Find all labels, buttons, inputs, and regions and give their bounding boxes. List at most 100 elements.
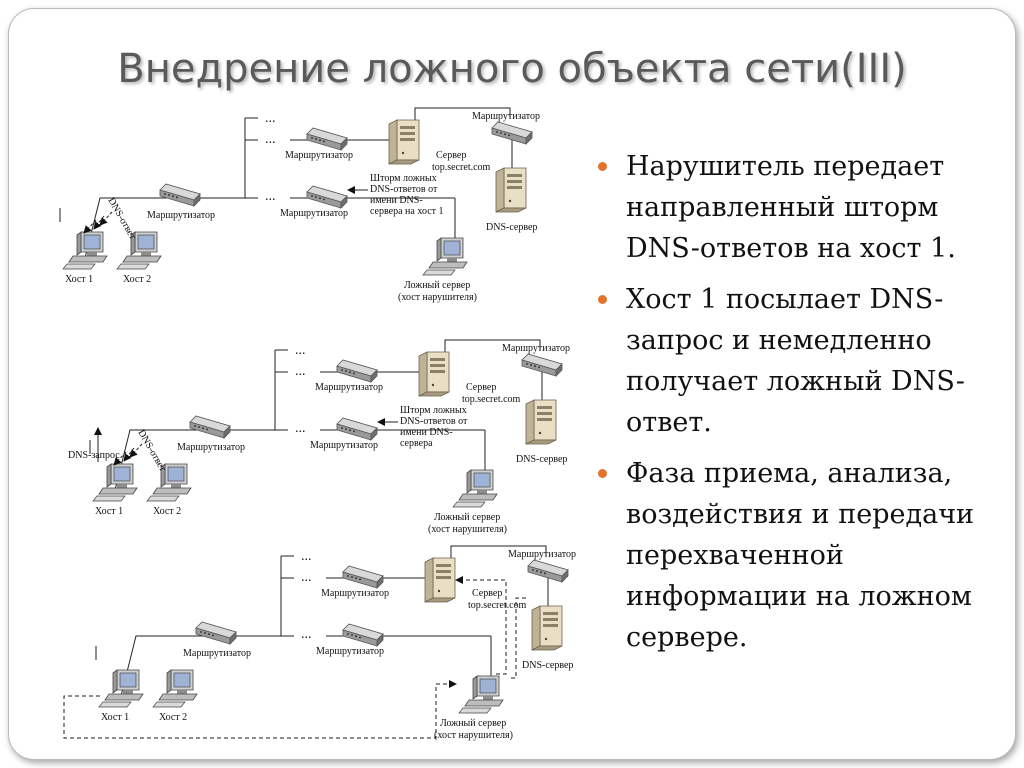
router-icon: [342, 623, 384, 647]
router-label: Маршрутизатор: [508, 549, 576, 560]
router-label: Маршрутизатор: [472, 111, 540, 122]
link-line: [455, 576, 507, 675]
link-line: [414, 107, 511, 122]
host-pc-icon: [98, 669, 144, 708]
router-label: Маршрутизатор: [177, 442, 245, 453]
server-label: top.secret.com: [468, 600, 527, 611]
router-icon: [195, 621, 237, 645]
link-line: [129, 443, 143, 458]
attacker-pc-icon: [458, 675, 504, 714]
ellipsis-label: ...: [295, 343, 306, 358]
fake-server-label: Ложный сервер: [434, 512, 500, 523]
server-label: Сервер: [466, 382, 496, 393]
bullet-dot-icon: [598, 295, 607, 304]
router-label: Маршрутизатор: [316, 646, 384, 657]
storm-label: DNS-ответов от: [370, 184, 438, 195]
ellipsis-label: ...: [265, 189, 276, 204]
storm-label: сервера: [400, 438, 433, 449]
host-label: Хост 2: [153, 506, 181, 517]
ellipsis-label: ...: [295, 364, 306, 379]
link-line: [123, 447, 135, 462]
server-label: top.secret.com: [432, 162, 491, 173]
dns-server-label: DNS-сервер: [522, 660, 573, 671]
router-icon: [342, 565, 384, 589]
dns-server-icon: [495, 167, 527, 213]
router-icon: [189, 415, 231, 439]
storm-label: имени DNS-: [400, 427, 453, 438]
router-label: Маршрутизатор: [285, 150, 353, 161]
router-label: Маршрутизатор: [280, 208, 348, 219]
link-line: [444, 339, 541, 354]
server-icon: [388, 119, 420, 165]
link-line: [511, 597, 528, 679]
link-line: [113, 451, 127, 466]
bullet-item: Хост 1 посылает DNS-запрос и немедленно …: [598, 279, 998, 443]
link-line: [63, 680, 457, 739]
network-diagram-1: .........МаршрутизаторМаршрутизаторМаршр…: [59, 107, 540, 303]
link-line: [99, 211, 113, 226]
bullet-text: Фаза приема, анализа, воздействия и пере…: [626, 458, 975, 653]
fake-server-label: (хост нарушителя): [434, 730, 513, 741]
dns-reply-label: DNS-ответ: [135, 428, 168, 474]
host-pc-icon: [152, 669, 198, 708]
ellipsis-label: ...: [301, 627, 312, 642]
dns-server-label: DNS-сервер: [516, 454, 567, 465]
server-label: Сервер: [472, 588, 502, 599]
link-line: [450, 545, 547, 560]
fake-server-label: Ложный сервер: [440, 718, 506, 729]
attacker-pc-icon: [422, 237, 468, 276]
bullet-dot-icon: [598, 162, 607, 171]
link-line: [120, 635, 281, 697]
ellipsis-label: ...: [295, 421, 306, 436]
server-label: Сервер: [436, 150, 466, 161]
host-label: Хост 1: [65, 274, 93, 285]
storm-label: имени DNS-: [370, 195, 423, 206]
router-icon: [336, 417, 378, 441]
router-label: Маршрутизатор: [147, 210, 215, 221]
host-pc-icon: [92, 463, 138, 502]
bullet-item: Нарушитель передает направленный шторм D…: [598, 146, 998, 269]
network-diagram-2: .........МаршрутизаторМаршрутизаторМаршр…: [68, 339, 570, 535]
bullet-item: Фаза приема, анализа, воздействия и пере…: [598, 453, 998, 658]
ellipsis-label: ...: [301, 570, 312, 585]
host-label: Хост 1: [95, 506, 123, 517]
router-label: Маршрутизатор: [321, 588, 389, 599]
server-icon: [418, 351, 450, 397]
router-label: Маршрутизатор: [502, 343, 570, 354]
attacker-pc-icon: [452, 469, 498, 508]
dns-request-label: DNS-запрос: [68, 450, 120, 461]
fake-server-label: (хост нарушителя): [398, 292, 477, 303]
router-icon: [159, 183, 201, 207]
link-line: [93, 215, 105, 230]
ellipsis-label: ...: [301, 549, 312, 564]
host-label: Хост 1: [101, 712, 129, 723]
bullet-text: Нарушитель передает направленный шторм D…: [626, 151, 956, 264]
ellipsis-label: ...: [265, 111, 276, 126]
server-label: top.secret.com: [462, 394, 521, 405]
fake-server-label: Ложный сервер: [404, 280, 470, 291]
router-label: Маршрутизатор: [315, 382, 383, 393]
host-pc-icon: [116, 231, 162, 270]
storm-label: Шторм ложных: [370, 173, 437, 184]
link-line: [83, 219, 97, 234]
router-label: Маршрутизатор: [310, 440, 378, 451]
storm-label: сервера на хост 1: [370, 206, 444, 217]
host-label: Хост 2: [123, 274, 151, 285]
storm-label: Шторм ложных: [400, 405, 467, 416]
slide-title: Внедрение ложного объекта сети(III): [117, 46, 907, 92]
bullet-dot-icon: [598, 469, 607, 478]
fake-server-label: (хост нарушителя): [428, 524, 507, 535]
bullet-list: Нарушитель передает направленный шторм D…: [598, 146, 998, 668]
router-icon: [306, 127, 348, 151]
router-icon: [336, 359, 378, 383]
dns-server-icon: [525, 399, 557, 445]
network-diagram-3: .........МаршрутизаторМаршрутизаторМаршр…: [63, 545, 576, 741]
server-icon: [424, 557, 456, 603]
host-label: Хост 2: [159, 712, 187, 723]
host-pc-icon: [62, 231, 108, 270]
router-icon: [306, 185, 348, 209]
dns-server-icon: [531, 605, 563, 651]
storm-label: DNS-ответов от: [400, 416, 468, 427]
bullet-text: Хост 1 посылает DNS-запрос и немедленно …: [626, 284, 965, 438]
